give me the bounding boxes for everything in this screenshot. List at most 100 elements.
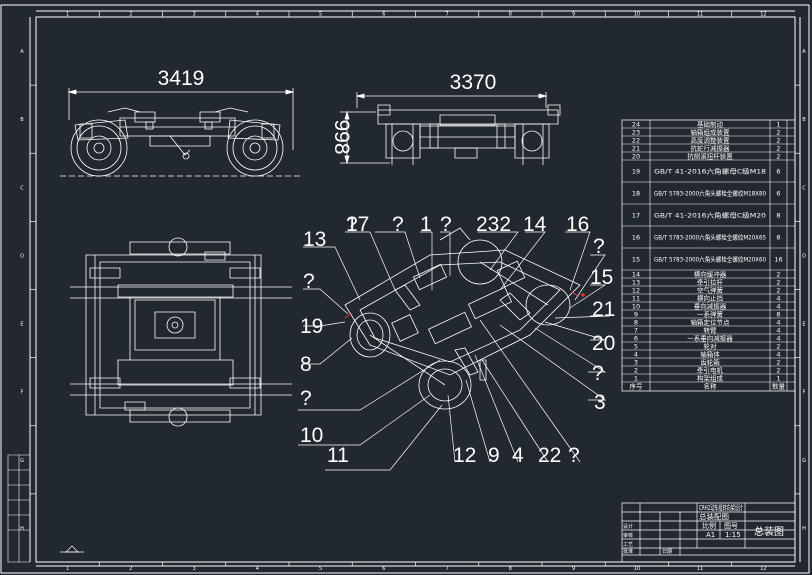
grid-label-bottom: 11: [697, 566, 703, 572]
bom-item-qty: 1: [776, 120, 780, 128]
front-view: [340, 92, 560, 165]
grid-label-left: B: [20, 117, 24, 123]
callout-21: 21: [592, 298, 615, 321]
bom-item-name: 轴箱定位节点: [691, 317, 731, 326]
callouts: 13 17 ? 1 ? 232 14 16 ? 15 ? 21 20 ? 3 1…: [300, 213, 615, 467]
bom-item-name: GB/T 5783-2000六角头螺栓全螺纹M20X65: [654, 232, 766, 241]
callout-20: 20: [592, 332, 615, 355]
grid-label-left: D: [20, 253, 24, 259]
callout-9: 9: [488, 444, 500, 467]
red-mark-accents: [345, 292, 584, 318]
bom-item-number: 6: [634, 334, 638, 342]
bom-item-name: 横向止挡: [697, 293, 723, 302]
grid-label-left: A: [20, 49, 24, 55]
grid-label-bottom: 10: [634, 566, 640, 572]
bom-item-qty: 2: [776, 152, 780, 160]
grid-label-right: E: [802, 322, 805, 328]
bom-item-qty: 8: [776, 233, 780, 241]
bom-item-qty: 2: [776, 136, 780, 144]
callout-13: 13: [303, 228, 326, 251]
bom-item-name: 空气弹簧: [697, 285, 724, 294]
callout-leaders: [298, 232, 610, 470]
grid-label-bottom: 3: [193, 566, 196, 572]
bom-item-number: 15: [632, 255, 640, 263]
bom-item-name: 横向缓冲器: [694, 269, 727, 278]
bom-item-number: 22: [632, 136, 640, 144]
tb-cell-review: 审核: [623, 532, 633, 539]
scale-value: 1:15: [725, 531, 741, 539]
bom-item-number: 7: [634, 326, 638, 334]
bom-item-qty: 2: [776, 286, 780, 294]
title-block-title: CRH2动车组转向架设计: [699, 503, 743, 512]
bom-item-qty: 16: [774, 255, 782, 263]
grid-label-top: 3: [193, 12, 196, 18]
grid-label-bottom: 1: [66, 566, 69, 572]
bom-item-qty: 2: [776, 144, 780, 152]
scale-label: 比例: [702, 521, 716, 530]
grid-label-top: 4: [256, 12, 259, 18]
grid-label-top: 8: [509, 12, 512, 18]
bom-item-qty: 2: [776, 366, 780, 374]
bom-item-name: 轴箱组成装置: [691, 127, 731, 136]
bom-row: 15 GB/T 5783-2000六角头螺栓全螺纹M20X60 16: [622, 254, 795, 270]
bom-item-name: GB/T 5783-2000六角头螺栓全螺纹M18X80: [654, 188, 766, 197]
callout-3: 3: [594, 391, 606, 414]
bom-item-number: 14: [632, 270, 640, 278]
bom-item-qty: 2: [776, 128, 780, 136]
callout-22: 22: [538, 444, 561, 467]
bom-item-number: 19: [632, 167, 640, 175]
bom-header-qty: 数量: [772, 382, 786, 391]
bom-header-name: 名称: [704, 382, 718, 391]
grid-label-right: G: [802, 458, 806, 464]
grid-label-left: G: [20, 458, 24, 464]
bom-header-no: 序号: [630, 382, 644, 391]
bom-item-name: GB/T 5783-2000六角头螺栓全螺纹M20X60: [654, 254, 766, 263]
bom-item-qty: 8: [776, 310, 780, 318]
callout-4: 4: [512, 444, 524, 467]
grid-label-right: A: [802, 49, 806, 55]
bom-item-name: 牵引拉杆: [697, 277, 724, 286]
grid-label-bottom: 5: [319, 566, 322, 572]
grid-label-bottom: 7: [446, 566, 449, 572]
height-dimension: 998: [330, 119, 353, 154]
bom-header: 序号 名称 数量: [630, 382, 786, 391]
bom-item-qty: 2: [776, 358, 780, 366]
callout-q5: ?: [592, 362, 604, 385]
bom-item-name: 转臂: [704, 325, 718, 334]
bom-outline: [622, 120, 795, 391]
bom-item-number: 11: [632, 294, 640, 302]
orientation-mark: [60, 546, 84, 552]
grid-label-bottom: 9: [572, 566, 575, 572]
bom-item-number: 17: [632, 211, 640, 219]
callout-16: 16: [566, 213, 589, 236]
bom-item-name: 齿轮箱: [700, 357, 720, 366]
callout-14: 14: [523, 213, 547, 236]
grid-label-top: 9: [572, 12, 575, 18]
bom-item-qty: 6: [776, 189, 780, 197]
tb-cell-design: 设计: [623, 523, 633, 530]
bom-item-name: 牵引电机: [697, 365, 724, 374]
top-length-dimension: 3370: [450, 71, 497, 94]
bom-item-name: 轴箱体: [700, 349, 720, 358]
bom-item-name: 垂向减振器: [694, 301, 727, 310]
bom-item-qty: 4: [776, 318, 780, 326]
grid-label-bottom: 4: [256, 566, 259, 572]
grid-label-right: C: [802, 185, 806, 191]
title-block-subtitle: 总装配图: [699, 512, 729, 521]
callout-q1: ?: [346, 213, 358, 236]
grid-label-right: B: [802, 117, 806, 123]
